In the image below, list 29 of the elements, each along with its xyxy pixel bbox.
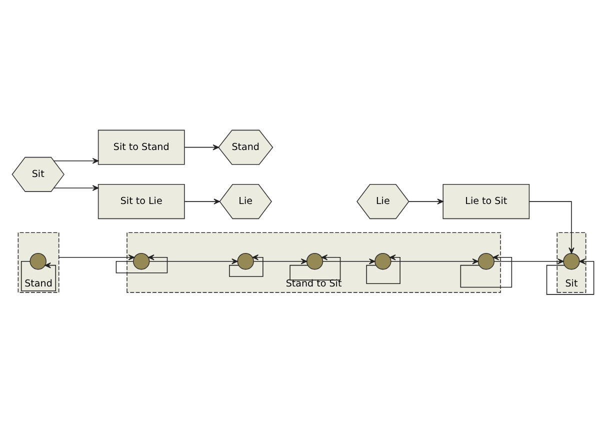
node-circle	[133, 252, 150, 270]
node-circle	[374, 252, 392, 270]
arrow	[408, 198, 444, 204]
arrow	[184, 144, 220, 150]
arrow	[53, 185, 99, 191]
arrow	[53, 158, 99, 164]
arrow	[116, 254, 168, 274]
node-circle	[563, 252, 580, 270]
arrow	[390, 258, 478, 264]
arrow	[460, 254, 512, 288]
node-box: Sit to Lie	[98, 184, 185, 220]
node-circle	[30, 252, 46, 270]
arrow	[149, 258, 238, 264]
arrow	[253, 258, 308, 264]
node-box: Sit to Stand	[98, 130, 185, 165]
arrow	[528, 201, 574, 254]
arrow	[184, 198, 220, 204]
node-circle	[306, 252, 324, 270]
arrow	[58, 254, 135, 260]
arrow	[322, 258, 376, 264]
arrow	[546, 258, 594, 295]
node-circle	[237, 252, 254, 270]
arrow	[229, 254, 264, 277]
arrow	[290, 254, 341, 280]
arrow	[494, 258, 564, 264]
node-circle	[478, 252, 495, 270]
arrow	[20, 260, 56, 292]
node-box: Lie to Sit	[442, 184, 530, 220]
arrow	[366, 254, 400, 284]
